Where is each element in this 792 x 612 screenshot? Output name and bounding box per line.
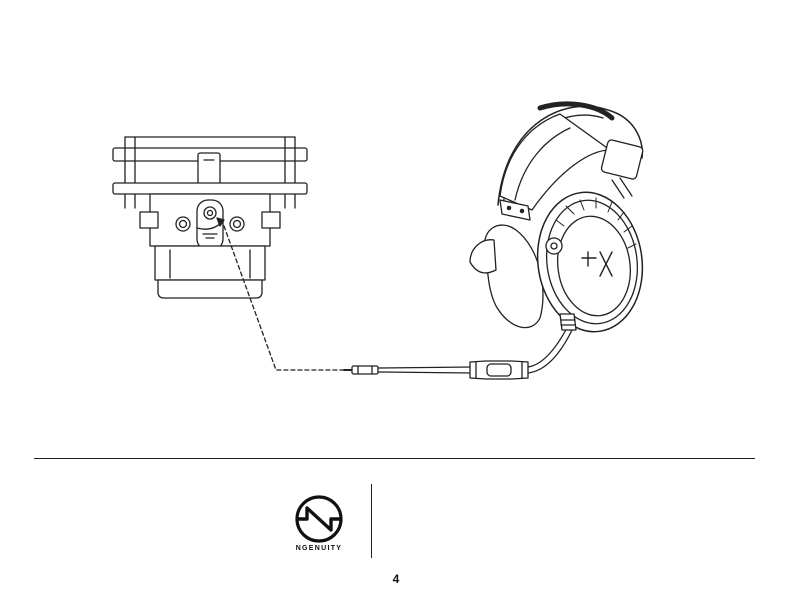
microphone bbox=[113, 137, 307, 298]
connection-illustration bbox=[0, 0, 792, 440]
audio-cable bbox=[344, 326, 573, 379]
ngenuity-emblem-icon bbox=[284, 494, 354, 544]
footer-vertical-divider bbox=[371, 484, 372, 558]
page-number: 4 bbox=[380, 572, 412, 586]
headset bbox=[470, 104, 651, 339]
ngenuity-logo: NGENUITY bbox=[284, 494, 354, 556]
footer-divider bbox=[34, 458, 755, 459]
logo-wordmark: NGENUITY bbox=[284, 545, 354, 552]
